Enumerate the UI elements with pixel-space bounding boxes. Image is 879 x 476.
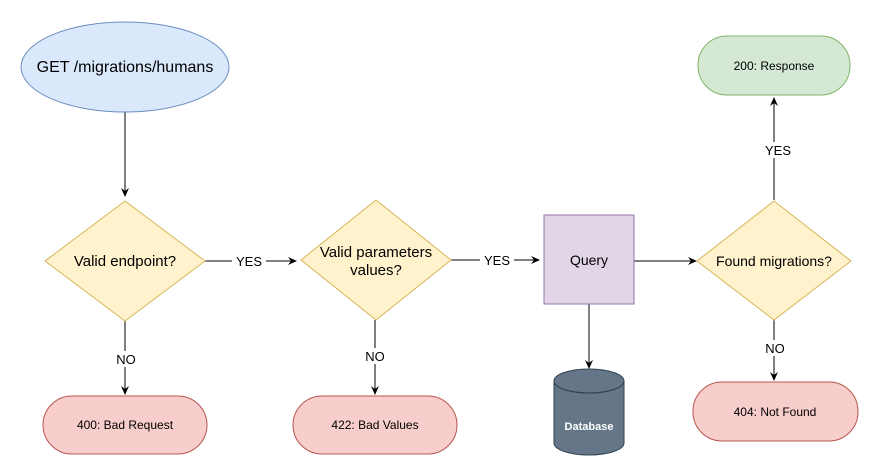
edge-label-params-no: NO (365, 349, 385, 364)
node-start: GET /migrations/humans (20, 21, 230, 113)
edge-label-endpoint-no: NO (116, 352, 136, 367)
node-valid-endpoint: Valid endpoint? (44, 200, 206, 322)
node-found-migrations: Found migrations? (696, 200, 852, 321)
valid-params-diamond (300, 199, 452, 321)
found-migrations-diamond (696, 200, 852, 321)
node-valid-params: Valid parameters values? (300, 199, 452, 321)
found-migrations-label: Found migrations? (716, 253, 832, 269)
edge-labels: YES NO YES NO YES NO (114, 142, 795, 367)
valid-params-label-line2: values? (350, 262, 402, 279)
node-query: Query (543, 214, 635, 305)
valid-params-label-line1: Valid parameters (320, 244, 432, 261)
node-bad-request: 400: Bad Request (42, 395, 208, 455)
edge-label-found-no: NO (765, 341, 785, 356)
database-label: Database (565, 421, 614, 433)
valid-endpoint-diamond (44, 200, 206, 322)
node-bad-values: 422: Bad Values (292, 395, 458, 455)
response-label: 200: Response (734, 59, 815, 73)
query-label: Query (570, 252, 608, 268)
start-ellipse (20, 21, 230, 113)
start-label: GET /migrations/humans (37, 59, 214, 76)
query-box (543, 214, 635, 305)
bad-values-label: 422: Bad Values (331, 418, 418, 432)
valid-endpoint-label: Valid endpoint? (74, 253, 176, 270)
not-found-terminal (692, 381, 859, 442)
bad-request-terminal (42, 395, 208, 455)
response-terminal (697, 35, 851, 96)
node-not-found: 404: Not Found (692, 381, 859, 442)
node-response: 200: Response (697, 35, 851, 96)
edge-label-params-yes: YES (484, 253, 510, 268)
not-found-label: 404: Not Found (734, 405, 817, 419)
edge-label-found-yes: YES (765, 143, 791, 158)
database-cylinder-body (553, 381, 625, 456)
edges (121, 97, 778, 395)
bad-values-terminal (292, 395, 458, 455)
node-database: Database (553, 368, 625, 456)
edge-label-endpoint-yes: YES (236, 254, 262, 269)
bad-request-label: 400: Bad Request (77, 418, 174, 432)
